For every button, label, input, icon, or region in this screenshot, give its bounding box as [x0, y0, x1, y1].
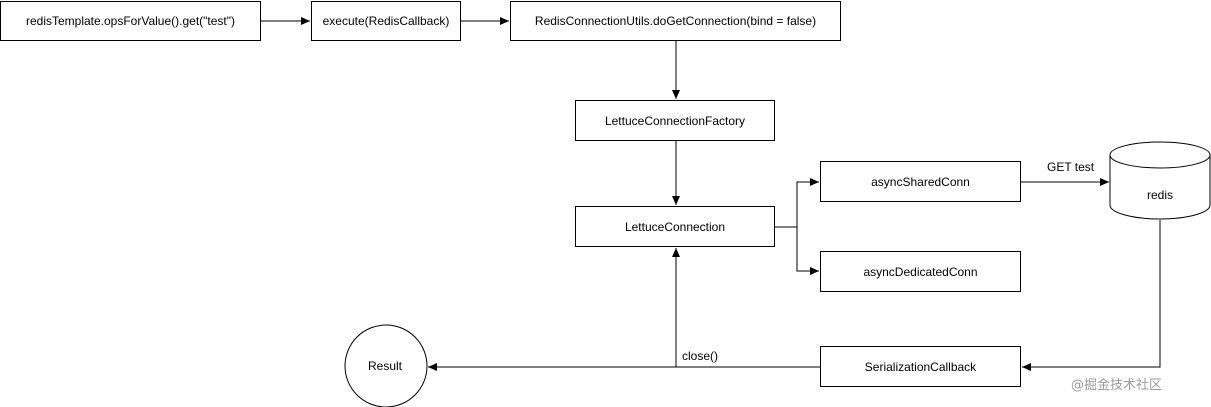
- edge-connection-to-shared: [775, 178, 819, 228]
- node-serialization-callback: SerializationCallback: [820, 346, 1021, 387]
- node-label: asyncSharedConn: [871, 174, 970, 189]
- node-result-label: Result: [368, 359, 403, 373]
- watermark: @掘金技术社区: [1071, 378, 1163, 393]
- result-node-shape: [344, 324, 428, 407]
- node-label: SerializationCallback: [864, 359, 977, 374]
- node-async-shared-conn: asyncSharedConn: [820, 161, 1021, 202]
- node-label: RedisConnectionUtils.doGetConnection(bin…: [534, 14, 817, 28]
- node-execute: execute(RedisCallback): [311, 1, 461, 41]
- edge-connection-to-dedicated: [796, 227, 819, 275]
- node-label: LettuceConnectionFactory: [604, 113, 746, 128]
- node-async-dedicated-conn: asyncDedicatedConn: [820, 251, 1021, 292]
- node-label: redisTemplate.opsForValue().get("test"): [25, 14, 236, 28]
- edge-redis-to-serialization: [1022, 220, 1161, 371]
- node-lettuce-connection-factory: LettuceConnectionFactory: [575, 100, 775, 141]
- redis-cylinder-shape: [1109, 141, 1211, 220]
- node-label: execute(RedisCallback): [322, 14, 450, 28]
- edge-label-get-test: GET test: [1047, 160, 1095, 174]
- node-label: asyncDedicatedConn: [863, 264, 978, 279]
- node-lettuce-connection: LettuceConnection: [575, 206, 775, 247]
- node-redis-label: redis: [1147, 188, 1174, 202]
- node-redis-template-get: redisTemplate.opsForValue().get("test"): [0, 1, 261, 41]
- edge-label-close: close(): [682, 349, 719, 363]
- node-label: LettuceConnection: [624, 219, 726, 234]
- node-do-get-connection: RedisConnectionUtils.doGetConnection(bin…: [510, 1, 841, 41]
